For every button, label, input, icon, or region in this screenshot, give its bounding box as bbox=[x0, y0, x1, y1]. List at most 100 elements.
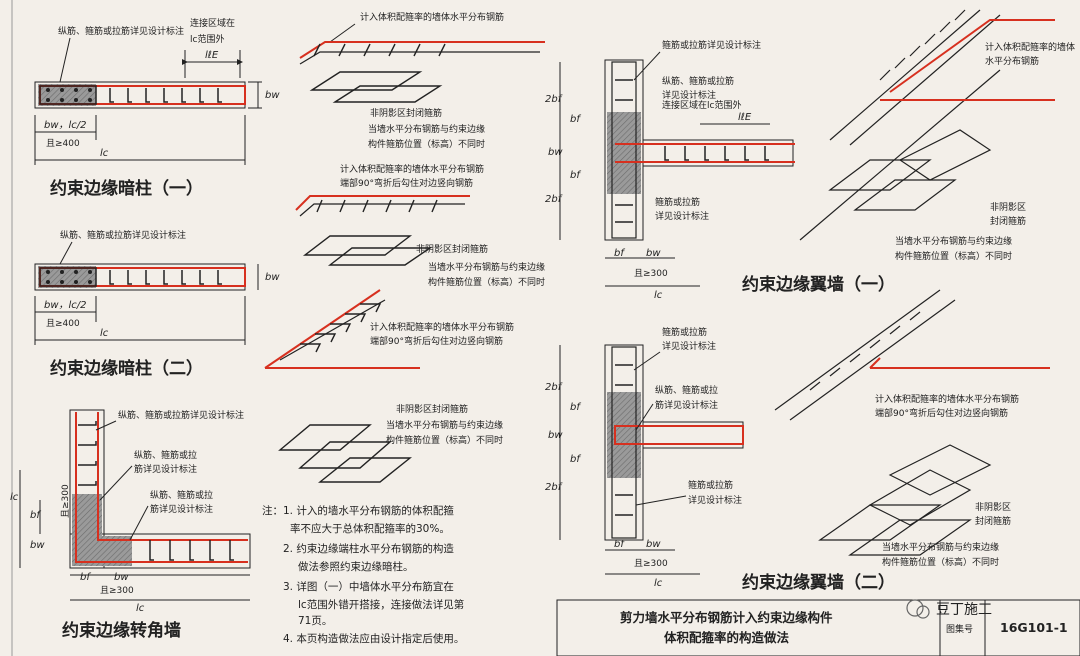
panel-title: 约束边缘暗柱（二） bbox=[50, 358, 203, 379]
drawing-label: 封闭箍筋 bbox=[975, 515, 1011, 527]
drawing-label: 筋详见设计标注 bbox=[655, 399, 718, 411]
dim-lc: lc bbox=[100, 148, 109, 159]
dim-lc: lc bbox=[136, 603, 145, 614]
drawing-label: 水平分布钢筋 bbox=[985, 55, 1039, 67]
label-conn: 连接区域在 bbox=[190, 17, 235, 29]
drawing-label: 端部90°弯折后勾住对边竖向钢筋 bbox=[340, 177, 473, 189]
atlas-label: 图集号 bbox=[946, 623, 973, 635]
dim-min: 且≥300 bbox=[60, 484, 71, 518]
drawing-label: 2bf bbox=[545, 482, 563, 493]
drawing-label: bw bbox=[646, 248, 661, 259]
drawing-label: bf bbox=[570, 170, 581, 181]
panel-title: 约束边缘暗柱（一） bbox=[50, 178, 203, 199]
drawing-label: 非阴影区 bbox=[975, 501, 1011, 513]
panel-title: 约束边缘翼墙（一） bbox=[742, 274, 895, 295]
drawing-label: 当墙水平分布钢筋与约束边缘 bbox=[386, 419, 503, 431]
drawing-label: 且≥300 bbox=[634, 268, 668, 279]
shaded-zone bbox=[38, 266, 96, 288]
drawing-label: 当墙水平分布钢筋与约束边缘 bbox=[368, 123, 485, 135]
drawing-label: 计入体积配箍率的墙体水平分布钢筋 bbox=[875, 393, 1019, 405]
drawing-label: 详见设计标注 bbox=[662, 340, 716, 352]
dim-half: bw，lc/2 bbox=[44, 120, 87, 131]
iso-detail-3: 计入体积配箍率的墙体水平分布钢筋 端部90°弯折后勾住对边竖向钢筋 非阴影区封闭… bbox=[264, 289, 514, 483]
shaded-zone bbox=[607, 392, 641, 478]
dim-lE: lℓE bbox=[205, 50, 219, 61]
drawing-label: 且≥300 bbox=[634, 558, 668, 569]
panel-corner-wall: 纵筋、箍筋或拉筋详见设计标注 纵筋、箍筋或拉 筋详见设计标注 纵筋、箍筋或拉 筋… bbox=[10, 409, 251, 641]
drawing-label: 纵筋、箍筋或拉筋 bbox=[662, 75, 734, 87]
iso-flange-2: 计入体积配箍率的墙体水平分布钢筋 端部90°弯折后勾住对边竖向钢筋 非阴影区 封… bbox=[774, 289, 1050, 568]
atlas-number: 16G101-1 bbox=[1000, 620, 1068, 635]
dim-min: 且≥400 bbox=[46, 138, 80, 149]
panel-flange-wall-1: 箍筋或拉筋详见设计标注 纵筋、箍筋或拉筋 详见设计标注 连接区域在lc范围外 l… bbox=[545, 39, 895, 301]
drawing-label: 做法参照约束边缘暗柱。 bbox=[298, 560, 414, 573]
drawing-label: bf bbox=[570, 402, 581, 413]
drawing-label: 端部90°弯折后勾住对边竖向钢筋 bbox=[875, 407, 1008, 419]
dim-bw: bw bbox=[265, 272, 280, 283]
drawing-label: 详见设计标注 bbox=[655, 210, 709, 222]
dim-bw: bw bbox=[30, 540, 45, 551]
drawing-label: 箍筋或拉筋详见设计标注 bbox=[662, 39, 761, 51]
dim-bw: bw bbox=[114, 572, 129, 583]
drawing-label: 当墙水平分布钢筋与约束边缘 bbox=[882, 541, 999, 553]
drawing-label: 非阴影区封闭箍筋 bbox=[416, 243, 488, 255]
drawing-label: bf bbox=[570, 114, 581, 125]
drawing-label: 详见设计标注 bbox=[662, 89, 716, 101]
drawing-label: 非阴影区封闭箍筋 bbox=[370, 107, 442, 119]
drawing-label: 非阴影区 bbox=[990, 201, 1026, 213]
shaded-zone bbox=[607, 112, 641, 194]
drawing-label: lc bbox=[654, 578, 663, 589]
drawing-label: 箍筋或拉筋 bbox=[688, 479, 733, 491]
dim-bf: bf bbox=[30, 510, 41, 521]
label-b2: 筋详见设计标注 bbox=[134, 463, 197, 475]
notes: 注：1. 计入的墙水平分布钢筋的体积配箍 率不应大于总体积配箍率的30%。 2.… bbox=[262, 504, 464, 645]
title-block: 剪力墙水平分布钢筋计入约束边缘构件 体积配箍率的构造做法 图集号 16G101-… bbox=[556, 599, 1080, 656]
title-line2: 体积配箍率的构造做法 bbox=[664, 630, 790, 645]
drawing-label: 4. 本页构造做法应由设计指定后使用。 bbox=[283, 632, 464, 645]
drawing-label: 2bf bbox=[545, 194, 563, 205]
label-rebar: 纵筋、箍筋或拉筋详见设计标注 bbox=[60, 229, 186, 241]
drawing-label: lc范围外错开搭接，连接做法详见第 bbox=[298, 598, 464, 611]
dim-min: 且≥300 bbox=[100, 585, 134, 596]
drawing-label: 豆丁施工 bbox=[936, 602, 992, 618]
drawing-label: bw bbox=[646, 539, 661, 550]
dim-min: 且≥400 bbox=[46, 318, 80, 329]
drawing-label: 非阴影区封闭箍筋 bbox=[396, 403, 468, 415]
label-conn2: lc范围外 bbox=[190, 33, 224, 45]
panel-title: 约束边缘翼墙（二） bbox=[742, 572, 895, 593]
label-rebar: 纵筋、箍筋或拉筋详见设计标注 bbox=[58, 25, 184, 37]
drawing-label: bw bbox=[548, 147, 563, 158]
dim-lc: lc bbox=[10, 492, 19, 503]
drawing-label: 构件箍筋位置（标高）不同时 bbox=[428, 276, 545, 288]
drawing-label: 构件箍筋位置（标高）不同时 bbox=[882, 556, 999, 568]
drawing-label: bw bbox=[548, 430, 563, 441]
label-a: 纵筋、箍筋或拉筋详见设计标注 bbox=[118, 409, 244, 421]
label-c2: 筋详见设计标注 bbox=[150, 503, 213, 515]
panel-hidden-column-2: 纵筋、箍筋或拉筋详见设计标注 bw bw，lc/2 且≥400 lc 约束边缘暗… bbox=[34, 229, 280, 379]
drawing-label: 封闭箍筋 bbox=[990, 215, 1026, 227]
drawing-label: 当墙水平分布钢筋与约束边缘 bbox=[895, 235, 1012, 247]
drawing-label: bf bbox=[614, 539, 625, 550]
drawing-label: 箍筋或拉筋 bbox=[655, 196, 700, 208]
shaded-zone bbox=[38, 84, 96, 106]
drawing-label: 端部90°弯折后勾住对边竖向钢筋 bbox=[370, 335, 503, 347]
drawing-label: 3. 详图（一）中墙体水平分布筋宜在 bbox=[283, 580, 454, 593]
dim-bf: bf bbox=[80, 572, 91, 583]
drawing-label: 注：1. 计入的墙水平分布钢筋的体积配箍 bbox=[262, 504, 454, 517]
drawing-label: 计入体积配箍率的墙体水平分布钢筋 bbox=[370, 321, 514, 333]
drawing-label: 计入体积配箍率的墙体水平分布钢筋 bbox=[340, 163, 484, 175]
drawing-label: bf bbox=[570, 454, 581, 465]
drawing-label: 当墙水平分布钢筋与约束边缘 bbox=[428, 261, 545, 273]
wechat-icon bbox=[906, 599, 924, 617]
panel-flange-wall-2: 箍筋或拉筋 详见设计标注 纵筋、箍筋或拉 筋详见设计标注 箍筋或拉筋 详见设计标… bbox=[545, 326, 895, 593]
drawing-label: 箍筋或拉筋 bbox=[662, 326, 707, 338]
drawing-label: 纵筋、箍筋或拉 bbox=[655, 384, 718, 396]
iso-flange-1: 计入体积配箍率的墙体 水平分布钢筋 非阴影区 封闭箍筋 当墙水平分布钢筋与约束边… bbox=[799, 9, 1075, 262]
drawing-label: 71页。 bbox=[298, 615, 332, 627]
drawing-label: lℓE bbox=[738, 112, 752, 123]
drawing-label: lc bbox=[654, 290, 663, 301]
drawing-label: 构件箍筋位置（标高）不同时 bbox=[895, 250, 1012, 262]
title-line1: 剪力墙水平分布钢筋计入约束边缘构件 bbox=[620, 610, 833, 625]
drawing-label: 构件箍筋位置（标高）不同时 bbox=[386, 434, 503, 446]
